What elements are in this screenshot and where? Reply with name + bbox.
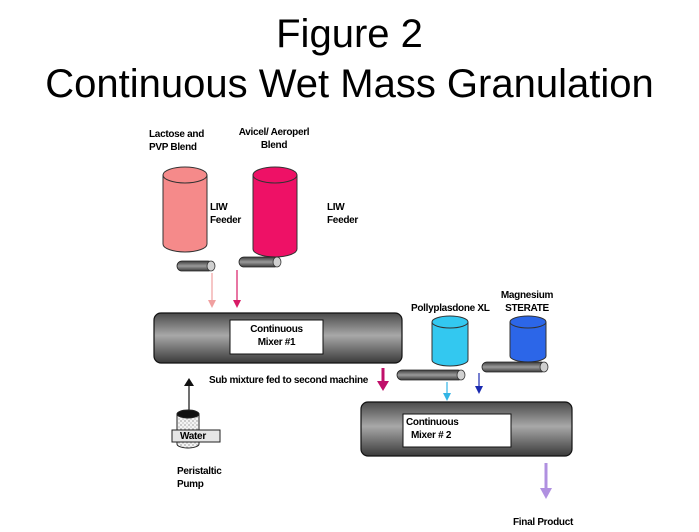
liw-feeder-tube-1 (176, 260, 216, 272)
figure-number: Figure 2 (276, 12, 423, 56)
mixer-1-label: Continuous Mixer #1 (232, 323, 321, 349)
mixer-2-label-line1: Continuous (406, 417, 459, 428)
liw-feeder-label-1: LIW Feeder (210, 201, 241, 227)
avicel-blend-label: Avicel/ Aeroperl Blend (236, 126, 312, 152)
feed-arrow-lactose (208, 273, 216, 308)
continuous-mixer-1 (153, 312, 403, 364)
feed-arrow-pollyplasdone (443, 382, 451, 401)
feeder-tube-4 (481, 361, 549, 373)
avicel-label-line2: Blend (260, 140, 288, 151)
liw-feeder-2-line1: LIW (327, 202, 345, 213)
lactose-blend-hopper (162, 166, 208, 253)
liw-feeder-1-line2: Feeder (210, 215, 241, 226)
sub-mixture-label: Sub mixture fed to second machine (209, 375, 369, 386)
avicel-aeroperl-hopper (252, 166, 298, 258)
pollyplasdone-hopper (431, 315, 469, 367)
final-product-arrow (540, 463, 552, 499)
mixer-1-label-line1: Continuous (250, 324, 303, 335)
mixer-2-label-line2: Mixer # 2 (411, 430, 452, 441)
feed-arrow-avicel (233, 270, 241, 308)
liw-feeder-tube-2 (238, 256, 282, 268)
water-reservoir (171, 409, 221, 449)
mixer-2-label: Continuous Mixer # 2 (406, 416, 459, 442)
liw-feeder-label-2: LIW Feeder (327, 201, 358, 227)
mixer-1-label-line2: Mixer #1 (257, 337, 296, 348)
peristaltic-pump-label: Peristaltic Pump (177, 465, 222, 491)
magnesium-stearate-label: Magnesium STERATE (495, 289, 559, 315)
magnesium-stearate-hopper (509, 315, 547, 363)
feed-arrow-magnesium (475, 373, 483, 394)
magnesium-label-line2: STERATE (505, 303, 549, 314)
avicel-label-line1: Avicel/ Aeroperl (238, 127, 310, 138)
figure-title: Continuous Wet Mass Granulation (45, 62, 654, 106)
final-product-label: Final Product (513, 517, 573, 528)
water-label: Water (180, 431, 206, 442)
liw-feeder-1-line1: LIW (210, 202, 228, 213)
lactose-label-line2: PVP Blend (149, 142, 197, 153)
water-feed-arrow (184, 378, 194, 410)
liw-feeder-2-line2: Feeder (327, 215, 358, 226)
feeder-tube-3 (396, 369, 466, 381)
sub-mixture-arrow (377, 368, 389, 391)
continuous-mixer-2 (360, 401, 573, 457)
pump-label-line2: Pump (177, 479, 204, 490)
magnesium-label-line1: Magnesium (500, 290, 554, 301)
lactose-label-line1: Lactose and (149, 129, 205, 140)
pump-label-line1: Peristaltic (177, 466, 222, 477)
pollyplasdone-label: Pollyplasdone XL (411, 303, 490, 314)
lactose-blend-label: Lactose and PVP Blend (149, 128, 204, 154)
